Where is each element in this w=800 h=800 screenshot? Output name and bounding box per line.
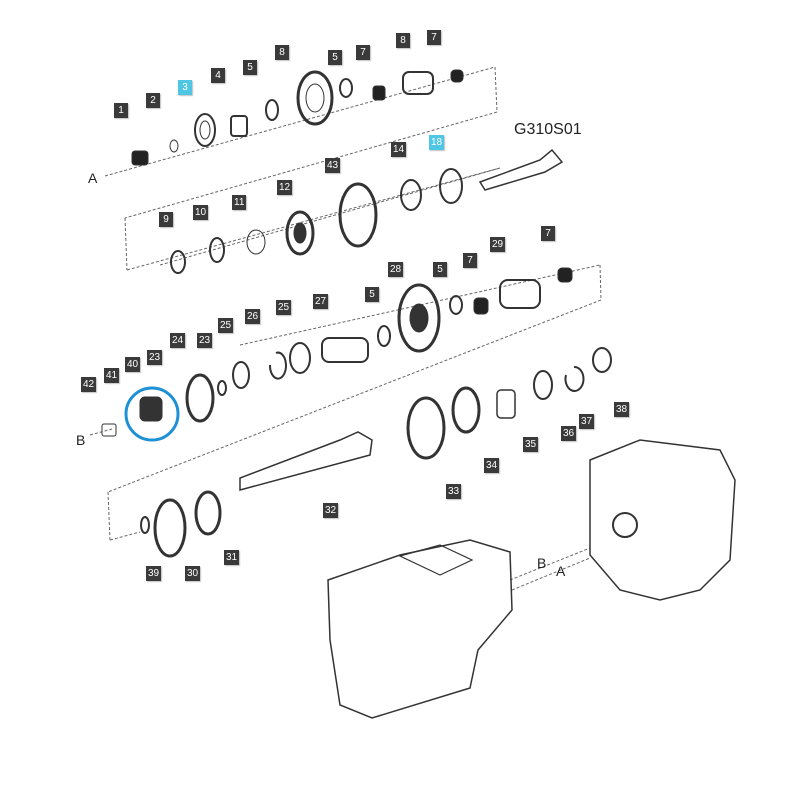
ref-label-a-right: A (556, 563, 566, 579)
part-callout-5[interactable]: 5 (243, 60, 257, 75)
part-callout-29[interactable]: 29 (490, 237, 506, 252)
part-callout-8[interactable]: 8 (396, 33, 410, 48)
part-callout-23[interactable]: 23 (147, 350, 163, 365)
part-callout-5[interactable]: 5 (365, 287, 379, 302)
part-callout-35[interactable]: 35 (523, 437, 539, 452)
part-callout-8[interactable]: 8 (275, 45, 289, 60)
part-callout-43[interactable]: 43 (325, 158, 341, 173)
part-callout-41[interactable]: 41 (104, 368, 120, 383)
part-callout-7[interactable]: 7 (463, 253, 477, 268)
part-callout-39[interactable]: 39 (146, 566, 162, 581)
part-callout-37[interactable]: 37 (579, 414, 595, 429)
part-callout-38[interactable]: 38 (614, 402, 630, 417)
part-callout-25[interactable]: 25 (276, 300, 292, 315)
part-callout-31[interactable]: 31 (224, 550, 240, 565)
part-callout-5[interactable]: 5 (328, 50, 342, 65)
part-callout-23[interactable]: 23 (197, 333, 213, 348)
part-callout-7[interactable]: 7 (541, 226, 555, 241)
ref-label-b-right: B (537, 555, 547, 571)
part-callout-26[interactable]: 26 (245, 309, 261, 324)
part-callout-33[interactable]: 33 (446, 484, 462, 499)
part-callout-5[interactable]: 5 (433, 262, 447, 277)
part-callout-40[interactable]: 40 (125, 357, 141, 372)
part-callout-27[interactable]: 27 (313, 294, 329, 309)
assembly-code: G310S01 (514, 121, 582, 138)
selection-ring (124, 386, 180, 442)
part-callout-9[interactable]: 9 (159, 212, 173, 227)
part-callout-14[interactable]: 14 (391, 142, 407, 157)
ref-label-a-left: A (88, 170, 98, 186)
part-callout-7[interactable]: 7 (356, 45, 370, 60)
part-callout-2[interactable]: 2 (146, 93, 160, 108)
part-callout-24[interactable]: 24 (170, 333, 186, 348)
part-callout-30[interactable]: 30 (185, 566, 201, 581)
part-callout-10[interactable]: 10 (193, 205, 209, 220)
part-callout-12[interactable]: 12 (277, 180, 293, 195)
part-callout-7[interactable]: 7 (427, 30, 441, 45)
part-callout-32[interactable]: 32 (323, 503, 339, 518)
part-callout-34[interactable]: 34 (484, 458, 500, 473)
part-callout-25[interactable]: 25 (218, 318, 234, 333)
ref-label-b-left: B (76, 432, 86, 448)
part-callout-36[interactable]: 36 (561, 426, 577, 441)
part-callout-4[interactable]: 4 (211, 68, 225, 83)
part-callout-18[interactable]: 18 (429, 135, 445, 150)
part-callout-3[interactable]: 3 (178, 80, 192, 95)
part-callout-28[interactable]: 28 (388, 262, 404, 277)
part-callout-42[interactable]: 42 (81, 377, 97, 392)
part-callout-11[interactable]: 11 (232, 195, 247, 210)
part-callout-1[interactable]: 1 (114, 103, 128, 118)
